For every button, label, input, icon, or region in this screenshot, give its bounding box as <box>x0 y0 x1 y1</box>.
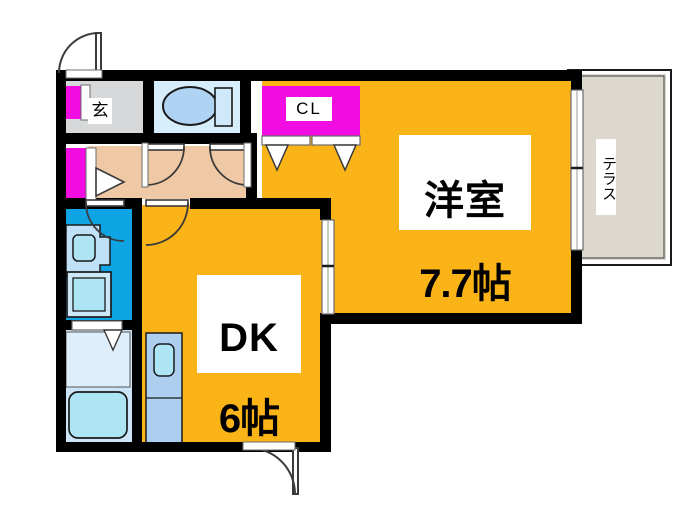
washitsu-size: 7.7帖 <box>419 261 512 306</box>
entrance-door-leaf[interactable] <box>95 32 102 74</box>
kitchen-sink-icon <box>153 343 175 377</box>
room-label-closet: CL <box>286 97 332 121</box>
bath-entry-marker <box>102 329 124 352</box>
wall-left-lower <box>56 140 66 452</box>
bathroom-upper-panel <box>65 331 131 388</box>
closet-door-left[interactable] <box>261 135 311 146</box>
washitsu-name: 洋室 <box>424 178 506 223</box>
room-label-genkan: 玄 <box>88 98 112 124</box>
wall-right-lower <box>571 248 582 324</box>
hallway-room-door-jamb <box>243 142 252 188</box>
wall-genkan-toilet <box>143 70 154 138</box>
fixtures <box>65 86 233 444</box>
toilet-bowl-icon <box>162 86 218 126</box>
room-label-dk: DK 6帖 <box>197 275 301 439</box>
bathtub-icon <box>68 391 128 439</box>
shoe-cabinet-direction-marker <box>95 166 126 198</box>
washing-machine-drum-icon <box>72 277 106 312</box>
wall-wetarea-dk <box>132 198 142 452</box>
wall-under-washitsu <box>320 313 582 324</box>
terrace-floor <box>573 74 666 260</box>
hallway-room-door-swing-arc <box>209 146 247 186</box>
shoe-cabinet-lower <box>64 148 86 208</box>
room-label-washitsu: 洋室 7.7帖 <box>399 135 531 304</box>
wall-bottom-left <box>56 442 136 452</box>
dk-size: 6帖 <box>218 396 280 441</box>
wall-under-genkan <box>56 133 146 144</box>
toilet-tank-icon <box>214 87 233 127</box>
wall-under-toilet <box>146 133 251 144</box>
toilet-door-swing-arc <box>145 146 185 186</box>
dk-name: DK <box>219 315 279 360</box>
doors <box>58 32 584 495</box>
closet-door-right[interactable] <box>311 135 361 146</box>
dk-hall-door-swing-arc <box>145 202 189 246</box>
wall-right-upper <box>571 70 582 92</box>
toilet-door-leaf[interactable] <box>145 143 185 151</box>
wall-top-right <box>246 70 580 81</box>
wall-bottom-dk <box>136 442 330 452</box>
hallway-floor <box>88 146 246 199</box>
wall-left-upper <box>56 70 66 140</box>
washroom-door-leaf[interactable] <box>85 199 125 207</box>
bath-entry-panel[interactable] <box>71 320 123 331</box>
closet-marker-left <box>264 144 290 172</box>
wall-toilet-closet <box>240 70 251 138</box>
closet-marker-right <box>332 144 358 172</box>
room-label-terrace: テラス <box>596 139 617 215</box>
entrance-door-frame <box>65 69 103 79</box>
entrance-door-swing-arc <box>58 32 100 74</box>
shoe-cabinet-upper <box>64 86 81 119</box>
toilet-door-jamb <box>141 142 149 188</box>
hallway-room-door-leaf[interactable] <box>209 143 247 151</box>
dk-hall-door-leaf[interactable] <box>145 199 189 207</box>
dk-exterior-door-frame <box>242 441 296 451</box>
washroom-door-swing-arc <box>85 202 125 242</box>
wall-dk-right-lower <box>320 313 331 452</box>
wall-dk-right-upper <box>320 198 331 220</box>
vanity-sink-icon <box>72 234 96 262</box>
shoe-cabinet-door-panel[interactable] <box>85 147 97 207</box>
wall-under-hallway-right <box>190 198 330 209</box>
